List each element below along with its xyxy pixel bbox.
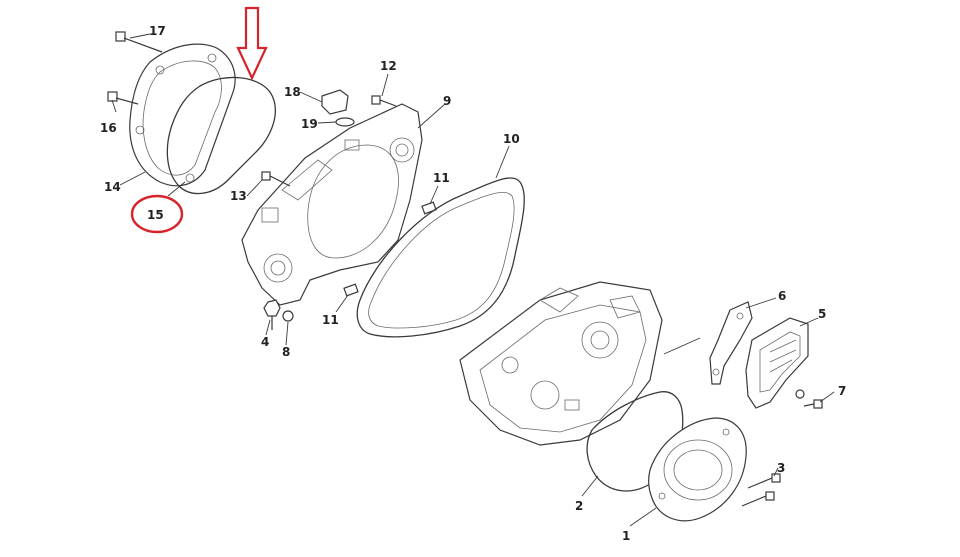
- clutch-cover-part-14: [129, 43, 236, 187]
- bolt-part-3: [741, 473, 781, 507]
- crankcase-cover-part-9: [241, 103, 423, 306]
- bolt-part-4: [263, 299, 281, 330]
- highlight-arrow: [236, 6, 268, 81]
- callout-16: 16: [100, 121, 117, 135]
- crankcase-assembly: [459, 281, 663, 446]
- callout-19: 19: [301, 117, 318, 131]
- callout-12: 12: [380, 59, 397, 73]
- dowel-pin-part-11-lower: [343, 283, 359, 297]
- callout-6: 6: [778, 289, 786, 303]
- bolt-part-12: [371, 95, 397, 107]
- callout-17: 17: [149, 24, 166, 38]
- callout-11-upper: 11: [433, 171, 450, 185]
- cover-gasket-part-15: [166, 76, 276, 195]
- sprocket-cover-part-5: [745, 317, 809, 409]
- washer-part-8: [282, 310, 294, 322]
- bracket-part-6: [709, 301, 753, 385]
- filler-cap-part-18: [321, 89, 349, 115]
- ignition-cover-part-1: [648, 417, 747, 522]
- callout-13: 13: [230, 189, 247, 203]
- callout-15: 15: [147, 208, 164, 222]
- leader-lines: [111, 33, 835, 527]
- o-ring-part-19: [335, 117, 355, 127]
- highlight-circle: [130, 194, 184, 234]
- bolt-part-17: [115, 31, 163, 53]
- gasket-part-10: [356, 177, 525, 338]
- callout-14: 14: [104, 180, 121, 194]
- dowel-pin-part-11-upper: [421, 201, 437, 215]
- callout-10: 10: [503, 132, 520, 146]
- callout-18: 18: [284, 85, 301, 99]
- bolt-part-7: [795, 389, 823, 409]
- callout-9: 9: [443, 94, 451, 108]
- bolt-part-13: [261, 171, 291, 187]
- callout-7: 7: [838, 384, 846, 398]
- callout-3: 3: [777, 461, 785, 475]
- callout-5: 5: [818, 307, 826, 321]
- callout-2: 2: [575, 499, 583, 513]
- callout-11-lower: 11: [322, 313, 339, 327]
- callout-1: 1: [622, 529, 630, 543]
- callout-8: 8: [282, 345, 290, 359]
- callout-4: 4: [261, 335, 269, 349]
